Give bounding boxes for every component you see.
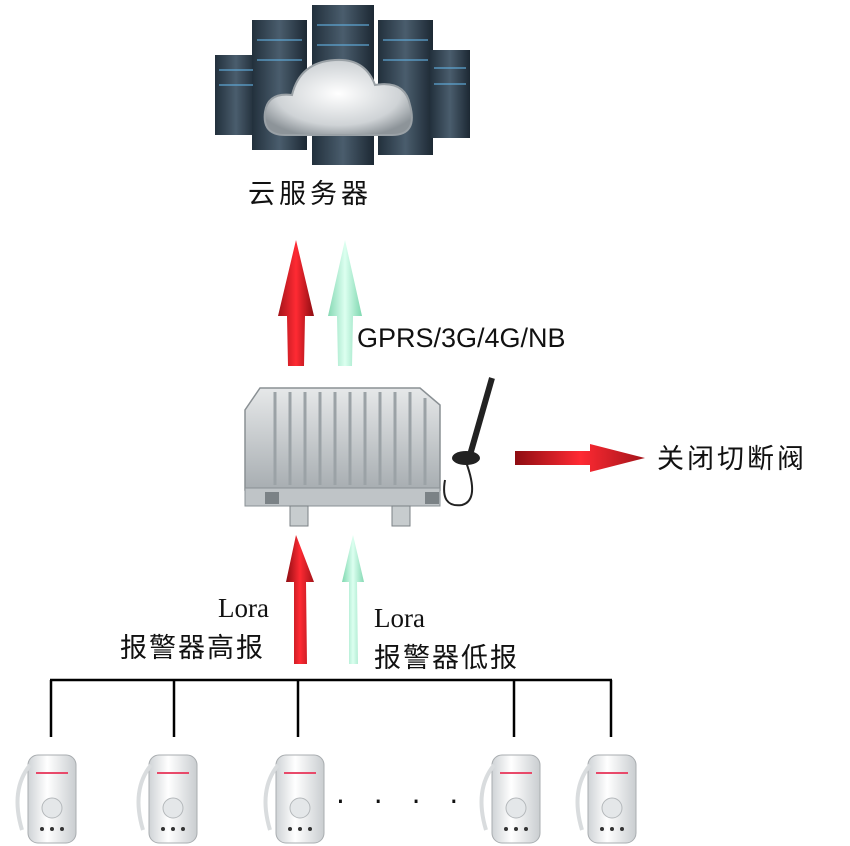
- cloud-server-icon: [215, 5, 470, 165]
- status-uplink-arrow: [328, 240, 362, 366]
- gateway-device-icon: [244, 377, 495, 527]
- more-detectors-ellipsis: · · · ·: [336, 785, 469, 818]
- valve-control-arrow: [515, 444, 645, 472]
- lora-low-alarm-desc: 报警器低报: [374, 643, 519, 674]
- lora-low-alarm-arrow: [342, 535, 364, 664]
- lora-high-alarm-arrow: [286, 535, 314, 664]
- gas-detector-icon: [136, 754, 198, 844]
- shutoff-valve-label: 关闭切断阀: [657, 444, 807, 475]
- network-protocol-label: GPRS/3G/4G/NB: [357, 323, 566, 353]
- lora-high-alarm-label: Lora: [218, 593, 269, 623]
- lora-low-alarm-label: Lora: [374, 603, 425, 633]
- gas-detector-icon: [575, 754, 637, 844]
- gas-detector-icon: [15, 754, 77, 844]
- detector-bus-line: [49, 678, 613, 737]
- cloud-server-label: 云服务器: [248, 179, 372, 210]
- alarm-uplink-arrow: [278, 240, 314, 366]
- lora-high-alarm-desc: 报警器高报: [120, 633, 265, 664]
- gas-detector-icon: [479, 754, 541, 844]
- gas-detector-icon: [263, 754, 325, 844]
